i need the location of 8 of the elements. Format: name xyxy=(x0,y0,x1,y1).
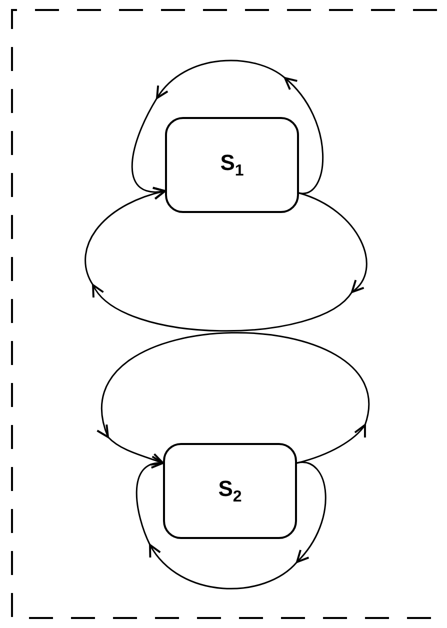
loop-arrow xyxy=(136,456,326,590)
state-label: S$_{1}$ xyxy=(220,150,244,180)
state-box xyxy=(165,117,299,213)
state-box xyxy=(163,443,297,539)
loop-arrow xyxy=(131,60,324,200)
loop-arrow xyxy=(84,186,368,332)
loop-arrow xyxy=(96,332,370,466)
state-label: S$_{2}$ xyxy=(218,476,242,506)
